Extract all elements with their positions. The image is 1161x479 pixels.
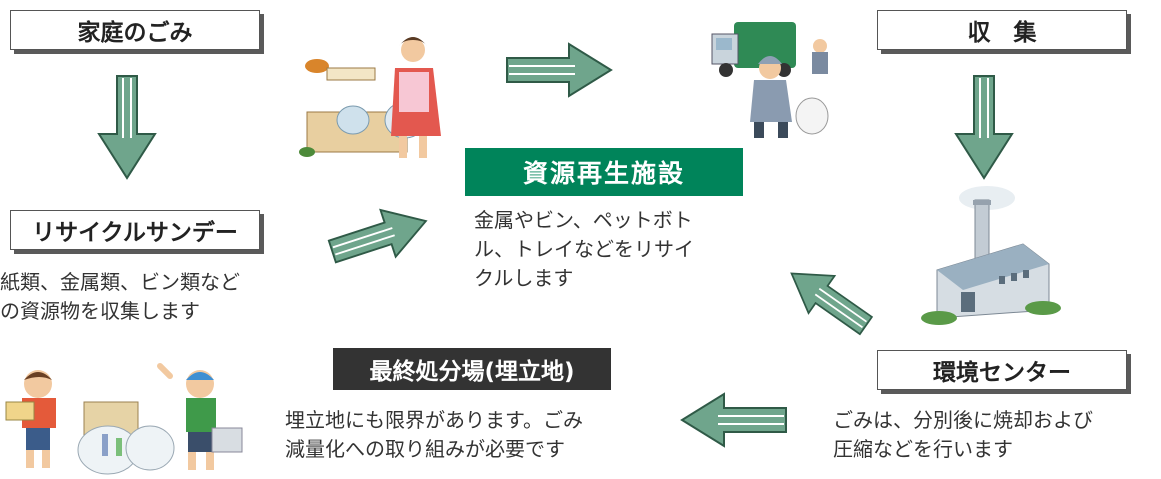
collection-truck-workers-illustration [711, 22, 829, 138]
children-recycling-illustration [5, 363, 243, 475]
recycle-sunday-label: リサイクルサンデー [32, 220, 238, 246]
landfill-desc-line: 埋立地にも限界があります。ごみ [285, 408, 583, 432]
resource-facility-label: 資源再生施設 [522, 159, 685, 188]
diagonal-arrow-icon [790, 272, 874, 336]
resource-facility-desc-line: ル、トレイなどをリサイ [474, 237, 694, 261]
left-arrow-icon [680, 392, 787, 448]
household-waste-box: 家庭のごみ [10, 10, 260, 50]
right-arrow-icon [506, 42, 613, 98]
landfill-label: 最終処分場(埋立地) [369, 359, 575, 385]
resource-facility-description: 金属やビン、ペットボト ル、トレイなどをリサイ クルします [474, 206, 694, 293]
env-center-desc-line: ごみは、分別後に焼却および [833, 408, 1093, 432]
down-arrow-icon [954, 75, 1014, 180]
landfill-desc-line: 減量化への取り組みが必要です [285, 437, 565, 461]
resource-facility-box: 資源再生施設 [465, 148, 743, 196]
resource-facility-desc-line: 金属やビン、ペットボト [474, 208, 693, 232]
recycle-sunday-description: 紙類、金属類、ビン類など の資源物を収集します [0, 268, 240, 326]
collection-box: 収 集 [877, 10, 1127, 50]
env-center-description: ごみは、分別後に焼却および 圧縮などを行います [833, 406, 1093, 464]
landfill-description: 埋立地にも限界があります。ごみ 減量化への取り組みが必要です [285, 406, 583, 464]
woman-with-garbage-bags-illustration [299, 37, 441, 158]
household-waste-label: 家庭のごみ [77, 20, 193, 46]
factory-illustration [921, 186, 1061, 325]
recycle-sunday-desc-line: 紙類、金属類、ビン類など [0, 270, 240, 294]
env-center-label: 環境センター [933, 360, 1071, 386]
resource-facility-desc-line: クルします [474, 266, 574, 290]
landfill-box: 最終処分場(埋立地) [333, 348, 611, 390]
recycle-sunday-box: リサイクルサンデー [10, 210, 260, 250]
env-center-box: 環境センター [877, 350, 1127, 390]
collection-label: 収 集 [967, 20, 1037, 46]
down-arrow-icon [97, 75, 157, 180]
env-center-desc-line: 圧縮などを行います [833, 437, 1013, 461]
recycle-sunday-desc-line: の資源物を収集します [0, 299, 200, 323]
diagonal-arrow-icon [327, 208, 428, 264]
